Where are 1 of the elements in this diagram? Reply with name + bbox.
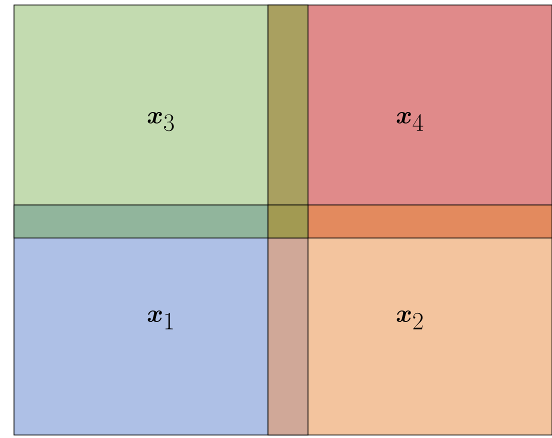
labeled-region: $\boldsymbol{x}_2$: [268, 204, 552, 436]
